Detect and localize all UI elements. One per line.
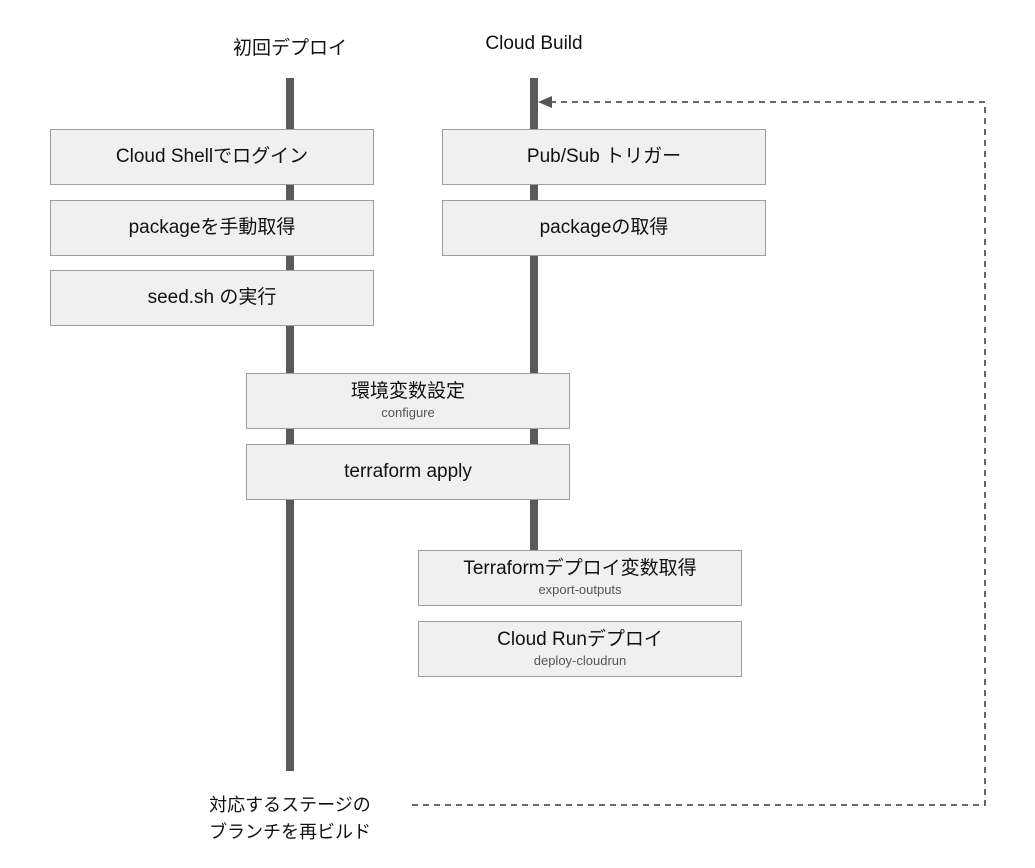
step-title: 環境変数設定 xyxy=(350,381,465,402)
step-get-package: packageの取得 xyxy=(442,200,766,256)
step-cloud-shell-login: Cloud Shellでログイン xyxy=(50,129,374,185)
lane-line-cloud-build xyxy=(530,78,538,550)
step-title: seed.sh の実行 xyxy=(147,287,277,308)
step-subtitle: export-outputs xyxy=(538,582,622,597)
step-cloud-run-deploy: Cloud Runデプロイ deploy-cloudrun xyxy=(418,621,742,677)
step-manual-package-fetch: packageを手動取得 xyxy=(50,200,374,256)
rebuild-note: 対応するステージの ブランチを再ビルド xyxy=(180,792,400,846)
step-title: Cloud Runデプロイ xyxy=(497,629,663,650)
step-subtitle: deploy-cloudrun xyxy=(533,653,627,668)
step-subtitle: configure xyxy=(381,405,435,420)
step-pubsub-trigger: Pub/Sub トリガー xyxy=(442,129,766,185)
step-title: Cloud Shellでログイン xyxy=(115,146,309,167)
step-title: packageの取得 xyxy=(539,217,669,238)
step-env-configure: 環境変数設定 configure xyxy=(246,373,570,429)
step-title: Terraformデプロイ変数取得 xyxy=(463,558,697,579)
step-terraform-outputs: Terraformデプロイ変数取得 export-outputs xyxy=(418,550,742,606)
step-run-seed-sh: seed.sh の実行 xyxy=(50,270,374,326)
rebuild-note-line2: ブランチを再ビルド xyxy=(209,822,371,842)
step-terraform-apply: terraform apply xyxy=(246,444,570,500)
lane-header-initial-deploy: 初回デプロイ xyxy=(232,38,347,59)
step-title: terraform apply xyxy=(344,461,472,482)
rebuild-note-line1: 対応するステージの xyxy=(209,795,371,815)
step-title: packageを手動取得 xyxy=(128,217,296,238)
arrow-head-icon xyxy=(538,96,552,108)
lane-header-cloud-build: Cloud Build xyxy=(485,33,583,54)
step-title: Pub/Sub トリガー xyxy=(526,146,682,167)
